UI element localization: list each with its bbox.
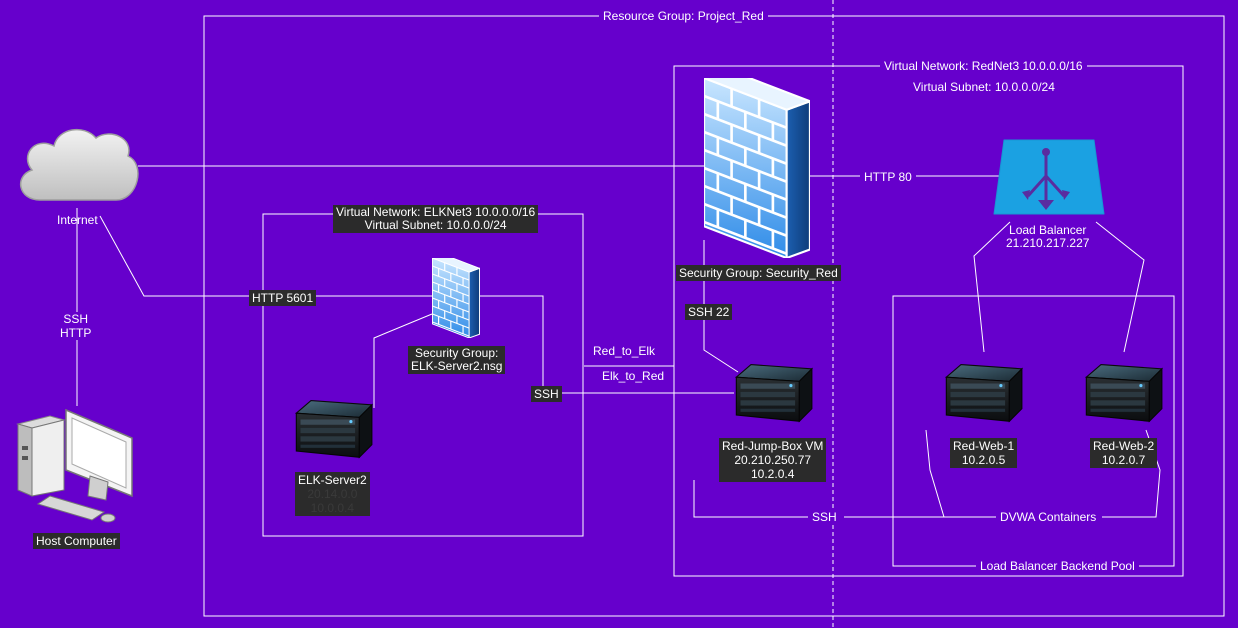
load-balancer-ip: 21.210.217.227	[1006, 236, 1090, 250]
edge-label-dvwa: DVWA Containers	[996, 510, 1101, 524]
host-link-label: SSH HTTP	[56, 312, 96, 340]
edge-lb-web2	[1095, 221, 1145, 353]
jumpbox-server-icon	[735, 364, 813, 422]
elk-firewall-icon	[432, 258, 480, 338]
edge-lb-web1	[973, 221, 1011, 353]
security-group-label: Security Group: Security_Red	[676, 265, 841, 281]
jumpbox-name: Red-Jump-Box VM	[722, 439, 824, 453]
edge-label-http80: HTTP 80	[860, 170, 916, 184]
edge-label-elk-to-red: Elk_to_Red	[602, 369, 665, 383]
edge-label-ssh-elk: SSH	[531, 386, 562, 402]
backend-pool-box	[892, 295, 1175, 567]
web2-ip: 10.2.0.7	[1101, 453, 1146, 467]
cloud-icon	[19, 128, 139, 201]
rednet-subnet-label: Virtual Subnet: 10.0.0.0/24	[913, 80, 1055, 94]
jumpbox-private-ip: 10.2.0.4	[751, 467, 795, 481]
resource-group-label: Resource Group: Project_Red	[599, 9, 768, 23]
load-balancer-name: Load Balancer	[1009, 223, 1087, 237]
edge-label-red-to-elk: Red_to_Elk	[593, 344, 656, 358]
elknet-label: Virtual Network: ELKNet3 10.0.0.0/16 Vir…	[333, 205, 539, 233]
edge-label-ssh22: SSH 22	[685, 304, 733, 320]
edge-internet-elk-fw	[99, 215, 432, 297]
web1-server-icon	[945, 364, 1023, 422]
elk-server-label: ELK-Server2 20.14.0.0 10.0.0.4	[295, 472, 370, 516]
elk-security-group-label: Security Group: ELK-Server2.nsg	[408, 346, 506, 374]
elk-server-icon	[295, 400, 373, 458]
internet-label: Internet	[57, 213, 98, 227]
rednet-vnet-label: Virtual Network: RedNet3 10.0.0.0/16	[880, 59, 1087, 73]
web2-name: Red-Web-2	[1093, 439, 1155, 453]
elknet-subnet-label: Virtual Subnet: 10.0.0.0/24	[364, 218, 507, 232]
elknet-vnet-label: Virtual Network: ELKNet3 10.0.0.0/16	[336, 205, 536, 219]
web2-server-icon	[1085, 364, 1163, 422]
edge-label-http5601: HTTP 5601	[249, 290, 317, 306]
web2-label: Red-Web-2 10.2.0.7	[1090, 438, 1158, 468]
elk-server-public-ip: 20.14.0.0	[307, 487, 358, 501]
edge-label-ssh-bottom: SSH	[808, 510, 841, 524]
load-balancer-label: Load Balancer 21.210.217.227	[1006, 224, 1089, 250]
host-link-http: HTTP	[60, 326, 92, 340]
edge-elkfw-ssh	[480, 295, 544, 393]
load-balancer-icon	[993, 139, 1105, 215]
host-computer-label: Host Computer	[33, 533, 120, 549]
jumpbox-label: Red-Jump-Box VM 20.210.250.77 10.2.0.4	[719, 438, 827, 482]
jumpbox-public-ip: 20.210.250.77	[734, 453, 812, 467]
edge-jumpbox-ssh-bottom	[693, 480, 808, 518]
elk-server-private-ip: 10.0.0.4	[310, 501, 355, 515]
elk-server-name: ELK-Server2	[298, 473, 367, 487]
edge-elkfw-elkserver	[373, 313, 433, 408]
backend-pool-label: Load Balancer Backend Pool	[976, 559, 1139, 573]
host-link-ssh: SSH	[63, 312, 89, 326]
firewall-icon	[704, 78, 810, 258]
edge-dvwa-web1	[925, 429, 945, 518]
web1-name: Red-Web-1	[953, 439, 1015, 453]
elk-security-group-line2: ELK-Server2.nsg	[411, 359, 503, 373]
web1-ip: 10.2.0.5	[961, 453, 1006, 467]
elk-security-group-line1: Security Group:	[415, 346, 499, 360]
computer-icon	[16, 408, 133, 523]
web1-label: Red-Web-1 10.2.0.5	[950, 438, 1018, 468]
